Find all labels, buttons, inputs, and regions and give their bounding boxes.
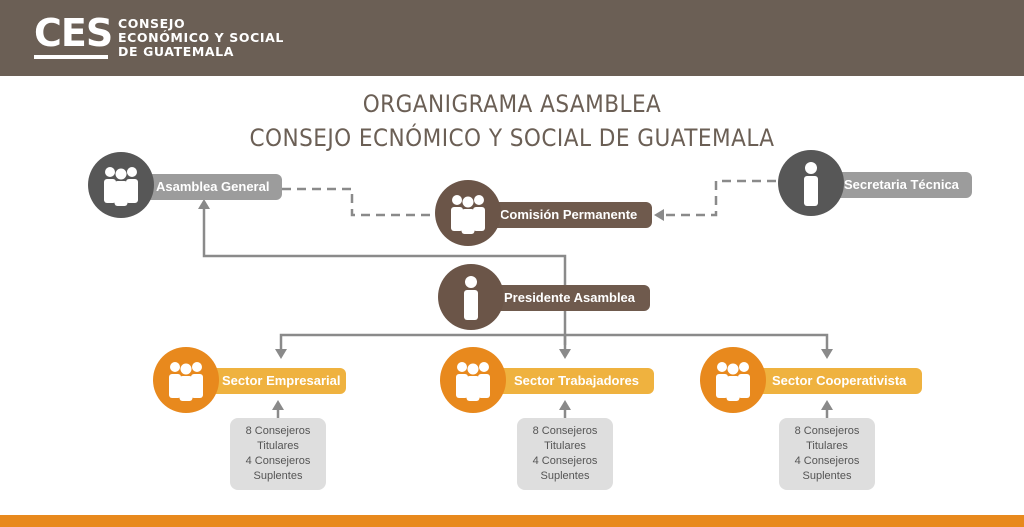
people-group-icon	[435, 180, 501, 246]
people-group-icon	[153, 347, 219, 413]
people-group-icon	[700, 347, 766, 413]
arrowhead-sector-1	[275, 349, 287, 359]
dashed-link-secretaria-comision	[660, 179, 776, 217]
logo-line-3: DE GUATEMALA	[118, 44, 235, 59]
node-label: Comisión Permanente	[474, 202, 652, 228]
note-line: 8 Consejeros	[245, 425, 311, 437]
arrowhead-sector-2	[559, 349, 571, 359]
note-line: Titulares	[544, 440, 586, 452]
note-empresarial-consejeros: 8 Consejeros Titulares 4 Consejeros Supl…	[230, 418, 326, 490]
logo-line-1: CONSEJO	[118, 16, 186, 31]
node-label: Asamblea General	[130, 174, 282, 200]
arrowhead-sector-3	[821, 349, 833, 359]
person-icon	[438, 264, 504, 330]
logo-underline	[34, 55, 108, 59]
logo-text: CONSEJO ECONÓMICO Y SOCIAL DE GUATEMALA	[118, 17, 284, 59]
note-line: 8 Consejeros	[532, 425, 598, 437]
note-line: Suplentes	[802, 470, 852, 482]
node-label: Presidente Asamblea	[478, 285, 650, 311]
note-line: Titulares	[257, 440, 299, 452]
arrowhead-asamblea	[198, 199, 210, 209]
note-line: 4 Consejeros	[794, 455, 860, 467]
header-bar: CES CONSEJO ECONÓMICO Y SOCIAL DE GUATEM…	[0, 0, 1024, 76]
people-group-icon	[440, 347, 506, 413]
node-label: Sector Trabajadores	[488, 368, 654, 394]
person-icon	[778, 150, 844, 216]
note-line: Titulares	[806, 440, 848, 452]
page-title-line-2: CONSEJO ECNÓMICO Y SOCIAL DE GUATEMALA	[249, 124, 775, 152]
note-trabajadores-consejeros: 8 Consejeros Titulares 4 Consejeros Supl…	[517, 418, 613, 490]
logo-line-2: ECONÓMICO Y SOCIAL	[118, 30, 284, 45]
note-line: 4 Consejeros	[532, 455, 598, 467]
sector-distribution-line	[279, 333, 829, 352]
note-line: 8 Consejeros	[794, 425, 860, 437]
note-line: Suplentes	[253, 470, 303, 482]
node-label: Sector Empresarial	[196, 368, 346, 394]
people-group-icon	[88, 152, 154, 218]
footer-bar	[0, 515, 1024, 527]
note-line: 4 Consejeros	[245, 455, 311, 467]
logo-abbreviation: CES	[34, 11, 113, 55]
node-label: Sector Cooperativista	[746, 368, 922, 394]
page-title-line-1: ORGANIGRAMA ASAMBLEA	[362, 90, 662, 118]
arrowhead-comision	[654, 209, 664, 221]
dashed-link-asamblea-comision	[282, 187, 435, 217]
note-cooperativista-consejeros: 8 Consejeros Titulares 4 Consejeros Supl…	[779, 418, 875, 490]
note-line: Suplentes	[540, 470, 590, 482]
